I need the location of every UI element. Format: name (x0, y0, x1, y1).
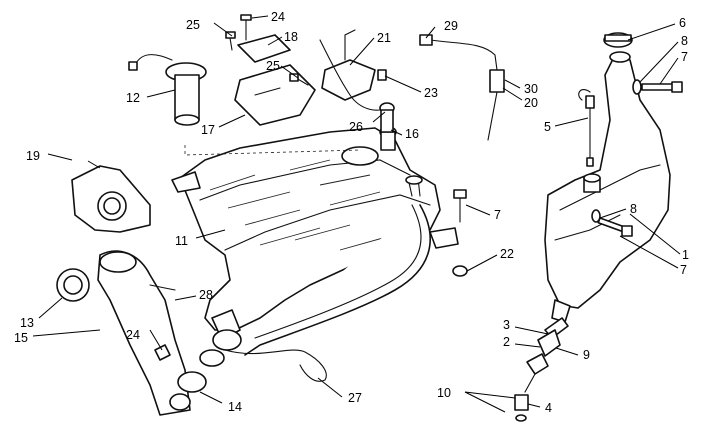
filter-insert (379, 102, 395, 133)
callout-27: 27 (348, 391, 362, 405)
washer (452, 265, 468, 277)
vent-hose (224, 349, 327, 382)
callout-23: 23 (424, 86, 438, 100)
hose-clamps (169, 329, 242, 411)
callout-5: 5 (544, 120, 551, 134)
callout-2: 2 (503, 335, 510, 349)
dipstick (578, 89, 595, 167)
callout-21: 21 (377, 31, 391, 45)
callout-10: 10 (437, 386, 451, 400)
callout-18: 18 (284, 30, 298, 44)
callout-8a: 8 (681, 34, 688, 48)
callout-26: 26 (349, 120, 363, 134)
callout-24a: 24 (271, 10, 285, 24)
callout-28: 28 (199, 288, 213, 302)
callout-7b: 7 (680, 263, 687, 277)
callout-1: 1 (682, 248, 689, 262)
mounting-bracket (234, 34, 316, 126)
callout-labels: 25 24 18 25 21 23 29 6 8 7 5 30 20 1 7 8… (14, 10, 689, 415)
callout-7c: 7 (494, 208, 501, 222)
air-intake-duct (56, 250, 191, 416)
callout-8b: 8 (630, 202, 637, 216)
callout-17: 17 (201, 123, 215, 137)
expansion-tank (544, 51, 671, 323)
callout-25a: 25 (186, 18, 200, 32)
callout-12: 12 (126, 91, 140, 105)
callout-16: 16 (405, 127, 419, 141)
bolt-upper (632, 79, 683, 95)
callout-3: 3 (503, 318, 510, 332)
callout-19: 19 (26, 149, 40, 163)
callout-4: 4 (545, 401, 552, 415)
callout-22: 22 (500, 247, 514, 261)
callout-20: 20 (524, 96, 538, 110)
callout-24b: 24 (126, 328, 140, 342)
leader-lines (32, 15, 681, 413)
callout-6: 6 (679, 16, 686, 30)
fuel-tank (171, 126, 459, 341)
callout-13: 13 (20, 316, 34, 330)
callout-14: 14 (228, 400, 242, 414)
callout-30: 30 (524, 82, 538, 96)
fuel-hose (244, 204, 431, 356)
bolt-lower (591, 209, 633, 237)
callout-15: 15 (14, 331, 28, 345)
callout-25b: 25 (266, 59, 280, 73)
drain-fittings (514, 317, 569, 422)
center-bolt (453, 189, 467, 223)
fuel-pump (128, 54, 207, 126)
callout-29: 29 (444, 19, 458, 33)
heat-shield (71, 165, 151, 233)
callout-9: 9 (583, 348, 590, 362)
callout-11: 11 (175, 234, 188, 248)
callout-7a: 7 (681, 50, 688, 64)
